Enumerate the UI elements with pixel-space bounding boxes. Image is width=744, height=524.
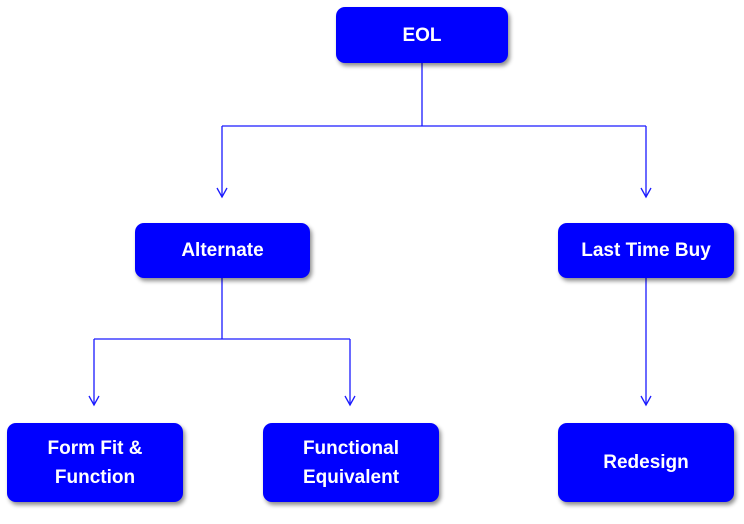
node-functional-equivalent-label: Functional Equivalent — [302, 437, 400, 488]
node-eol-label: EOL — [402, 24, 442, 46]
node-form-fit-function-label: Form Fit & Function — [47, 437, 143, 488]
node-last-time-buy-label: Last Time Buy — [581, 240, 711, 261]
node-last-time-buy: Last Time Buy — [558, 223, 734, 278]
arrowhead-redesign — [640, 395, 652, 407]
node-eol: EOL — [336, 7, 508, 63]
node-functional-equivalent: Functional Equivalent — [263, 423, 439, 502]
node-redesign-label: Redesign — [603, 452, 689, 473]
node-alternate-label: Alternate — [181, 240, 264, 261]
arrowhead-alternate — [216, 187, 228, 199]
arrowhead-last-time-buy — [640, 187, 652, 199]
node-alternate: Alternate — [135, 223, 310, 278]
arrowhead-functional-equivalent — [344, 395, 356, 407]
node-redesign: Redesign — [558, 423, 734, 502]
node-form-fit-function: Form Fit & Function — [7, 423, 183, 502]
arrowhead-form-fit — [88, 395, 100, 407]
